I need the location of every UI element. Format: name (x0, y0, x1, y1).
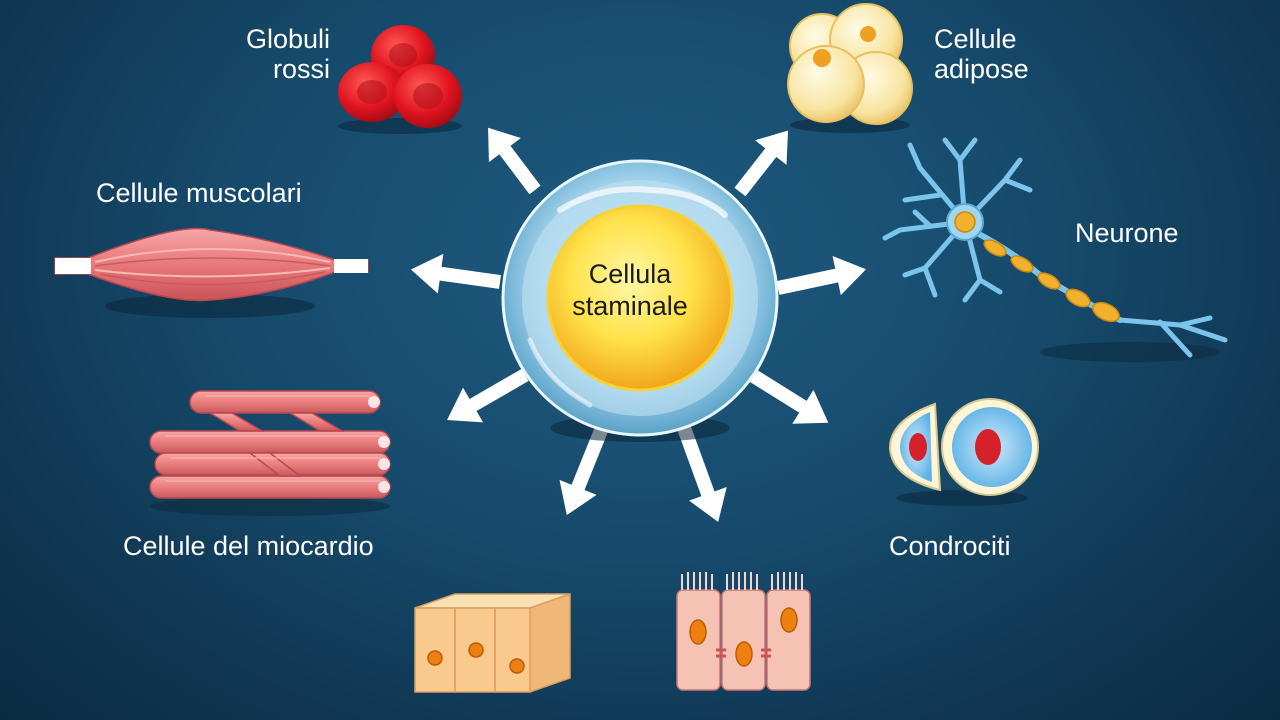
arrow-to-neuron (776, 255, 867, 296)
stem-cell-label-line1: Cellula (588, 259, 672, 289)
stem-cell-icon (501, 159, 779, 442)
cuboidal-epithelium-icon (414, 592, 571, 694)
label-globuli-rossi-line1: Globuli (245, 24, 330, 54)
label-cellule-adipose-line2: adipose (934, 54, 1029, 84)
columnar-epithelium-icon (676, 572, 811, 691)
label-cellule-muscolari: Cellule muscolari (96, 178, 302, 208)
chondrocytes-icon (888, 398, 1039, 506)
cardiac-muscle-icon (149, 390, 391, 516)
arrow-to-muscle-cell (410, 253, 501, 294)
arrow-to-red-blood-cells (488, 127, 541, 195)
arrow-icon (410, 127, 867, 522)
label-neurone: Neurone (1075, 218, 1179, 248)
label-cellule-adipose: Cellule adipose (934, 24, 1029, 84)
stem-cell-label-line2: staminale (572, 291, 688, 321)
arrow-to-cuboidal-epithelium (559, 425, 609, 516)
arrow-to-chondrocytes (748, 369, 829, 424)
label-condrociti: Condrociti (889, 531, 1011, 561)
stem-cell-label: Cellula staminale (540, 258, 720, 322)
label-cellule-del-miocardio: Cellule del miocardio (123, 531, 374, 561)
neuron-icon (882, 137, 1228, 362)
fat-cells-icon (787, 3, 913, 133)
red-blood-cells-icon (338, 25, 462, 134)
arrow-to-columnar-epithelium (677, 425, 727, 522)
label-cellule-adipose-line1: Cellule (934, 24, 1017, 54)
label-globuli-rossi-line2: rossi (272, 54, 330, 84)
arrow-to-fat-cells (734, 130, 789, 197)
label-globuli-rossi: Globuli rossi (232, 24, 330, 84)
arrow-to-cardiac-muscle (447, 368, 529, 423)
muscle-cell-icon (54, 227, 369, 318)
